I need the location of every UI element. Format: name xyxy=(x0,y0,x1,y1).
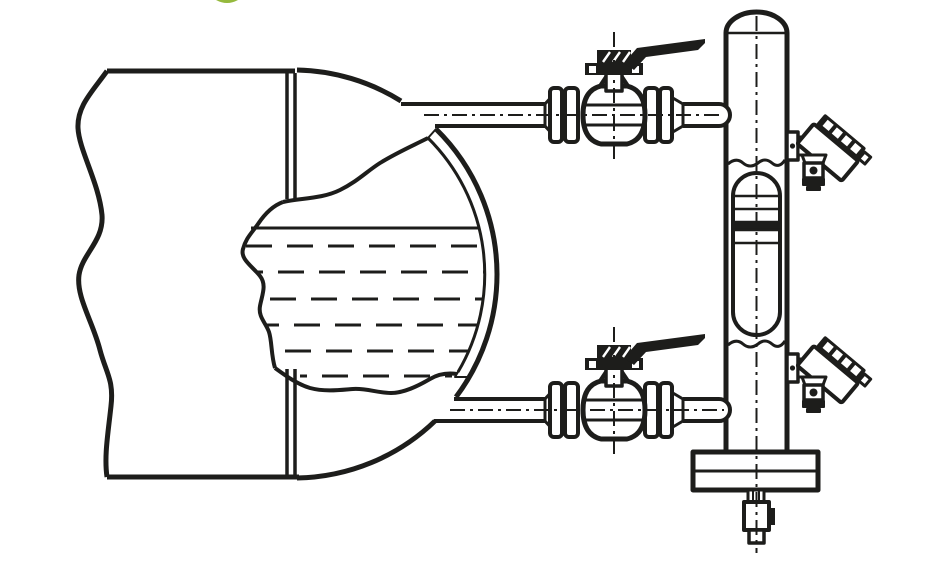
dished-head xyxy=(296,67,500,481)
lower-transmitter xyxy=(785,332,876,415)
head-wall-section-hatch xyxy=(427,128,498,378)
centerlines xyxy=(424,16,758,553)
upper-transmitter xyxy=(785,110,876,193)
vessel-break-edge xyxy=(75,69,115,478)
drain-valve xyxy=(742,488,775,545)
liquid-level xyxy=(246,226,485,378)
upper-valve xyxy=(545,32,705,161)
vessel xyxy=(75,67,500,481)
logo-fragment xyxy=(216,0,238,3)
weld-seam xyxy=(285,73,297,475)
chamber-break-line-upper xyxy=(727,158,787,168)
lower-valve xyxy=(545,327,705,456)
head-inner-wall xyxy=(426,136,487,373)
breakout-section xyxy=(240,136,458,395)
chamber-break-line-lower xyxy=(727,339,787,349)
